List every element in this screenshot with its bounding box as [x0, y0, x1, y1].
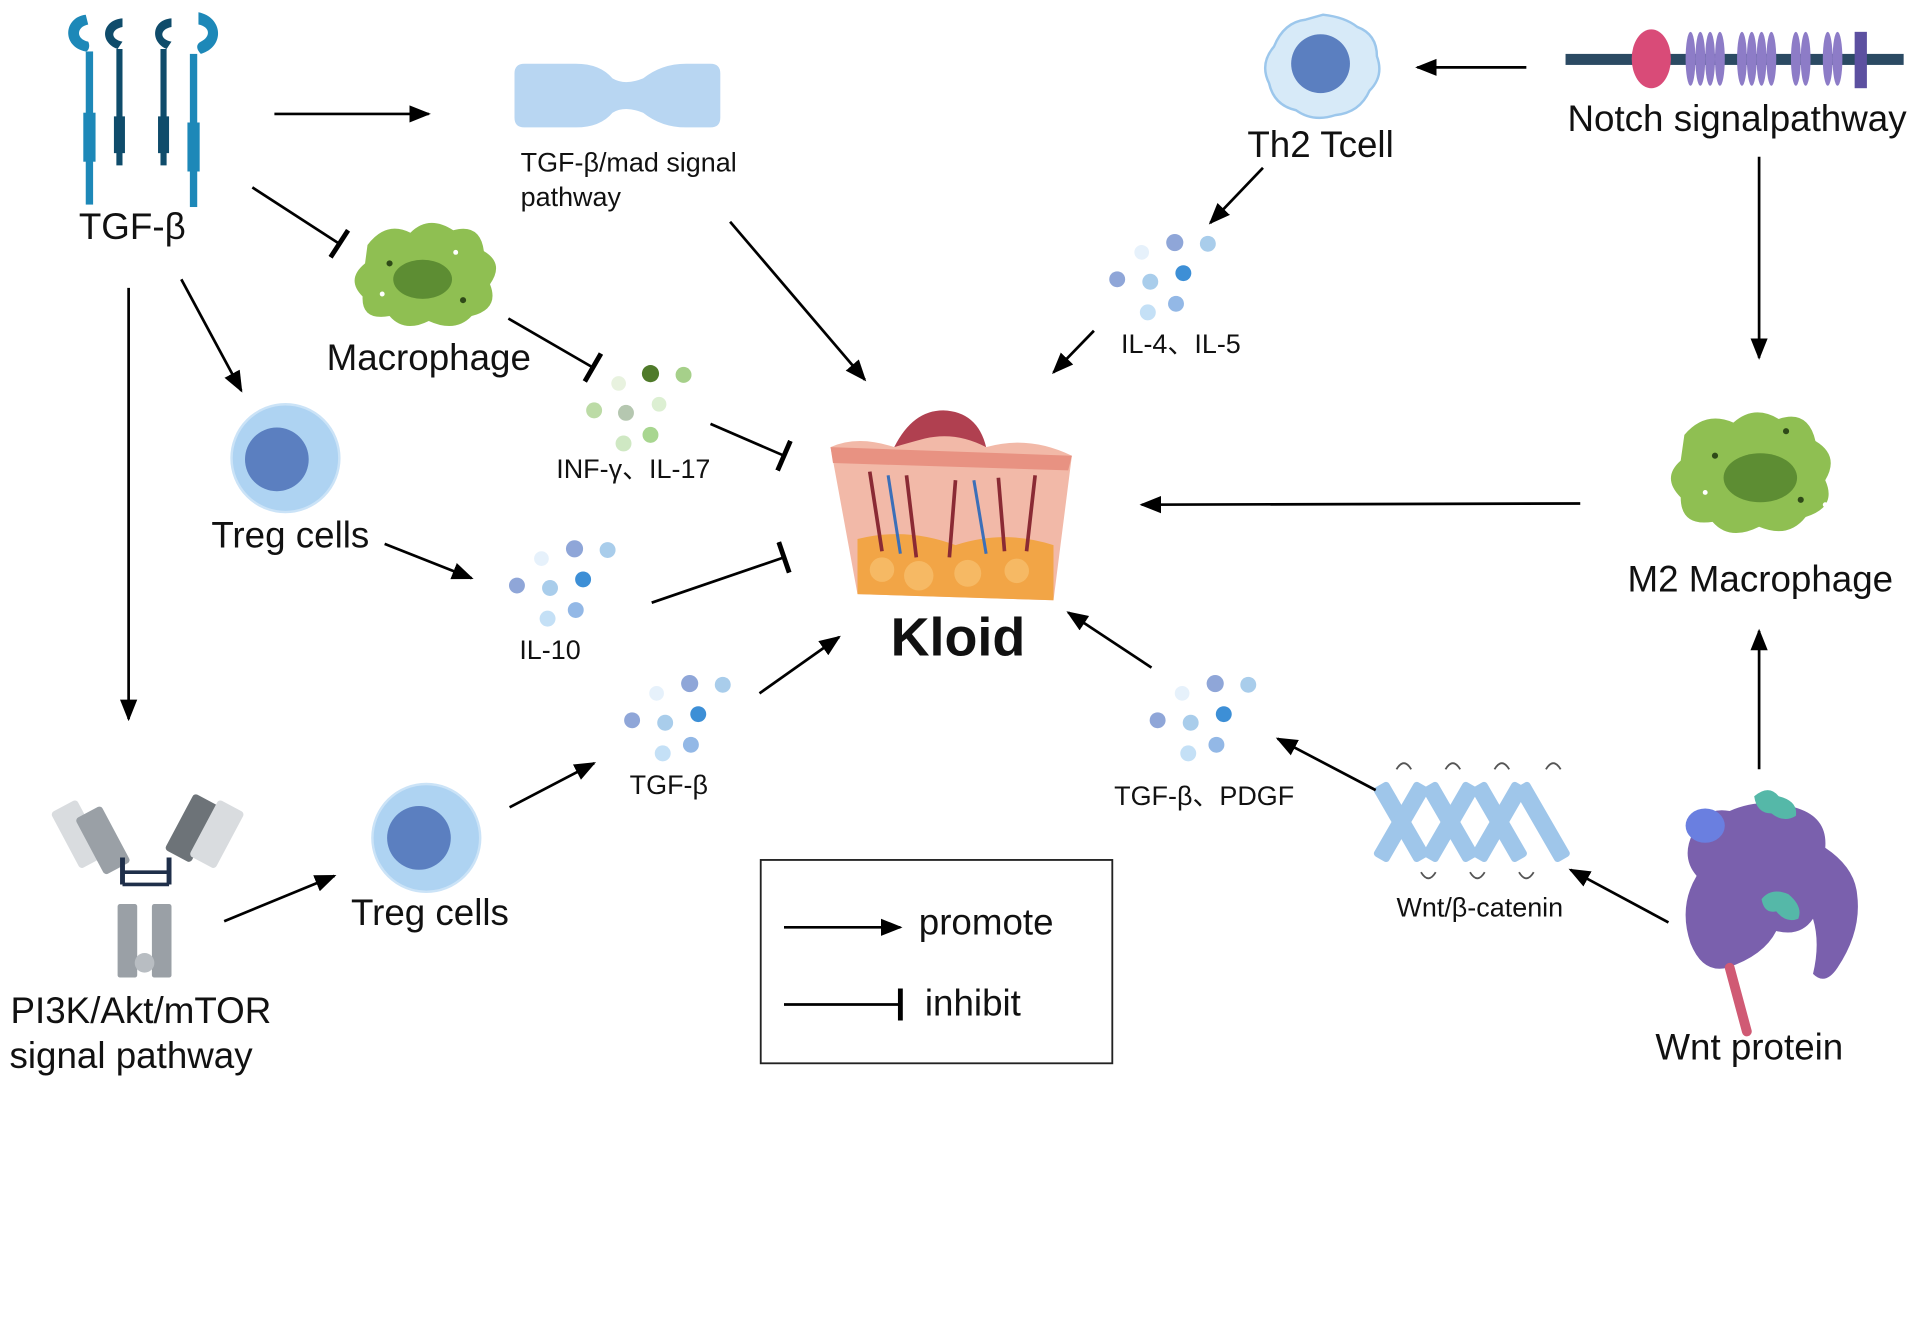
promote-arrows: [120, 58, 1768, 924]
smad-pathway-icon: [514, 63, 721, 128]
arrow-wnt-to-catenin: [1568, 868, 1670, 924]
inhibit-macrophage-to-inf: [507, 317, 604, 383]
arrow-pdgf-to-keloid: [1066, 611, 1153, 669]
tgfb-cytokine-icon: [624, 674, 731, 762]
arrow-smad-to-keloid: [729, 220, 867, 382]
arrow-treg-to-tgfb: [508, 761, 597, 809]
wnt-catenin-icon: [1373, 762, 1570, 880]
wnt-protein-label: Wnt protein: [1655, 1027, 1843, 1068]
tgfb-pdgf-label: TGF-β、PDGF: [1114, 781, 1294, 811]
legend-promote-label: promote: [919, 902, 1054, 943]
inhibit-lines: [251, 186, 793, 604]
arrow-tgfb-to-treg: [180, 278, 243, 393]
inf-il17-cytokine-icon: [586, 365, 692, 452]
m2-macrophage-label: M2 Macrophage: [1628, 559, 1894, 600]
tgfb-receptor-icon: [68, 12, 219, 208]
inhibit-inf-to-keloid: [709, 422, 793, 472]
arrow-th2-to-il4: [1208, 166, 1264, 225]
treg-cell-icon-top: [230, 403, 341, 514]
tgfb-cytokine-label: TGF-β: [630, 770, 708, 800]
keloid-label: Kloid: [891, 607, 1026, 667]
arrow-catenin-to-pdgf: [1275, 737, 1377, 792]
il4-il5-label: IL-4、IL-5: [1121, 329, 1241, 359]
tgfb-pdgf-cytokine-icon: [1149, 674, 1257, 762]
m2-macrophage-icon: [1670, 412, 1831, 534]
inhibit-tgfb-to-macrophage: [251, 186, 351, 259]
smad-pathway-label-line1: TGF-β/mad signal: [521, 148, 737, 178]
arrow-pi3k-to-treg: [223, 874, 337, 923]
arrow-tgfb-to-keloid: [758, 635, 841, 695]
il4-il5-cytokine-icon: [1109, 233, 1216, 321]
treg-cells-label-bottom: Treg cells: [351, 892, 509, 933]
th2-tcell-icon: [1263, 13, 1381, 120]
pi3k-label-line2: signal pathway: [10, 1035, 254, 1076]
pi3k-label-line1: PI3K/Akt/mTOR: [11, 990, 272, 1031]
inhibit-il10-to-keloid: [651, 541, 792, 604]
macrophage-label: Macrophage: [327, 337, 531, 378]
pi3k-receptor-icon: [51, 794, 244, 978]
tgfb-receptor-label: TGF-β: [79, 206, 186, 247]
arrow-il4-to-keloid: [1051, 329, 1095, 374]
inf-il17-label: INF-γ、IL-17: [556, 454, 710, 484]
notch-pathway-icon: [1565, 29, 1904, 89]
notch-pathway-label: Notch signalpathway: [1567, 98, 1907, 139]
wnt-catenin-label: Wnt/β-catenin: [1396, 892, 1563, 922]
smad-pathway-label-line2: pathway: [521, 182, 622, 212]
treg-cell-icon-bottom: [371, 782, 482, 894]
legend-inhibit-label: inhibit: [925, 983, 1021, 1024]
treg-cells-label-top: Treg cells: [211, 515, 369, 556]
legend: promote inhibit: [759, 859, 1114, 1065]
th2-tcell-label: Th2 Tcell: [1247, 124, 1393, 165]
il10-label: IL-10: [519, 635, 580, 665]
arrow-m2-to-keloid: [1139, 496, 1581, 514]
keloid-skin-icon: [830, 410, 1072, 601]
keloid-pathway-diagram: TGF-β TGF-β/mad signal pathway Macrophag…: [10, 12, 1907, 1076]
arrow-treg-to-il10: [384, 542, 474, 580]
il10-cytokine-icon: [508, 540, 616, 627]
macrophage-icon: [354, 222, 497, 327]
wnt-protein-icon: [1685, 790, 1858, 1037]
